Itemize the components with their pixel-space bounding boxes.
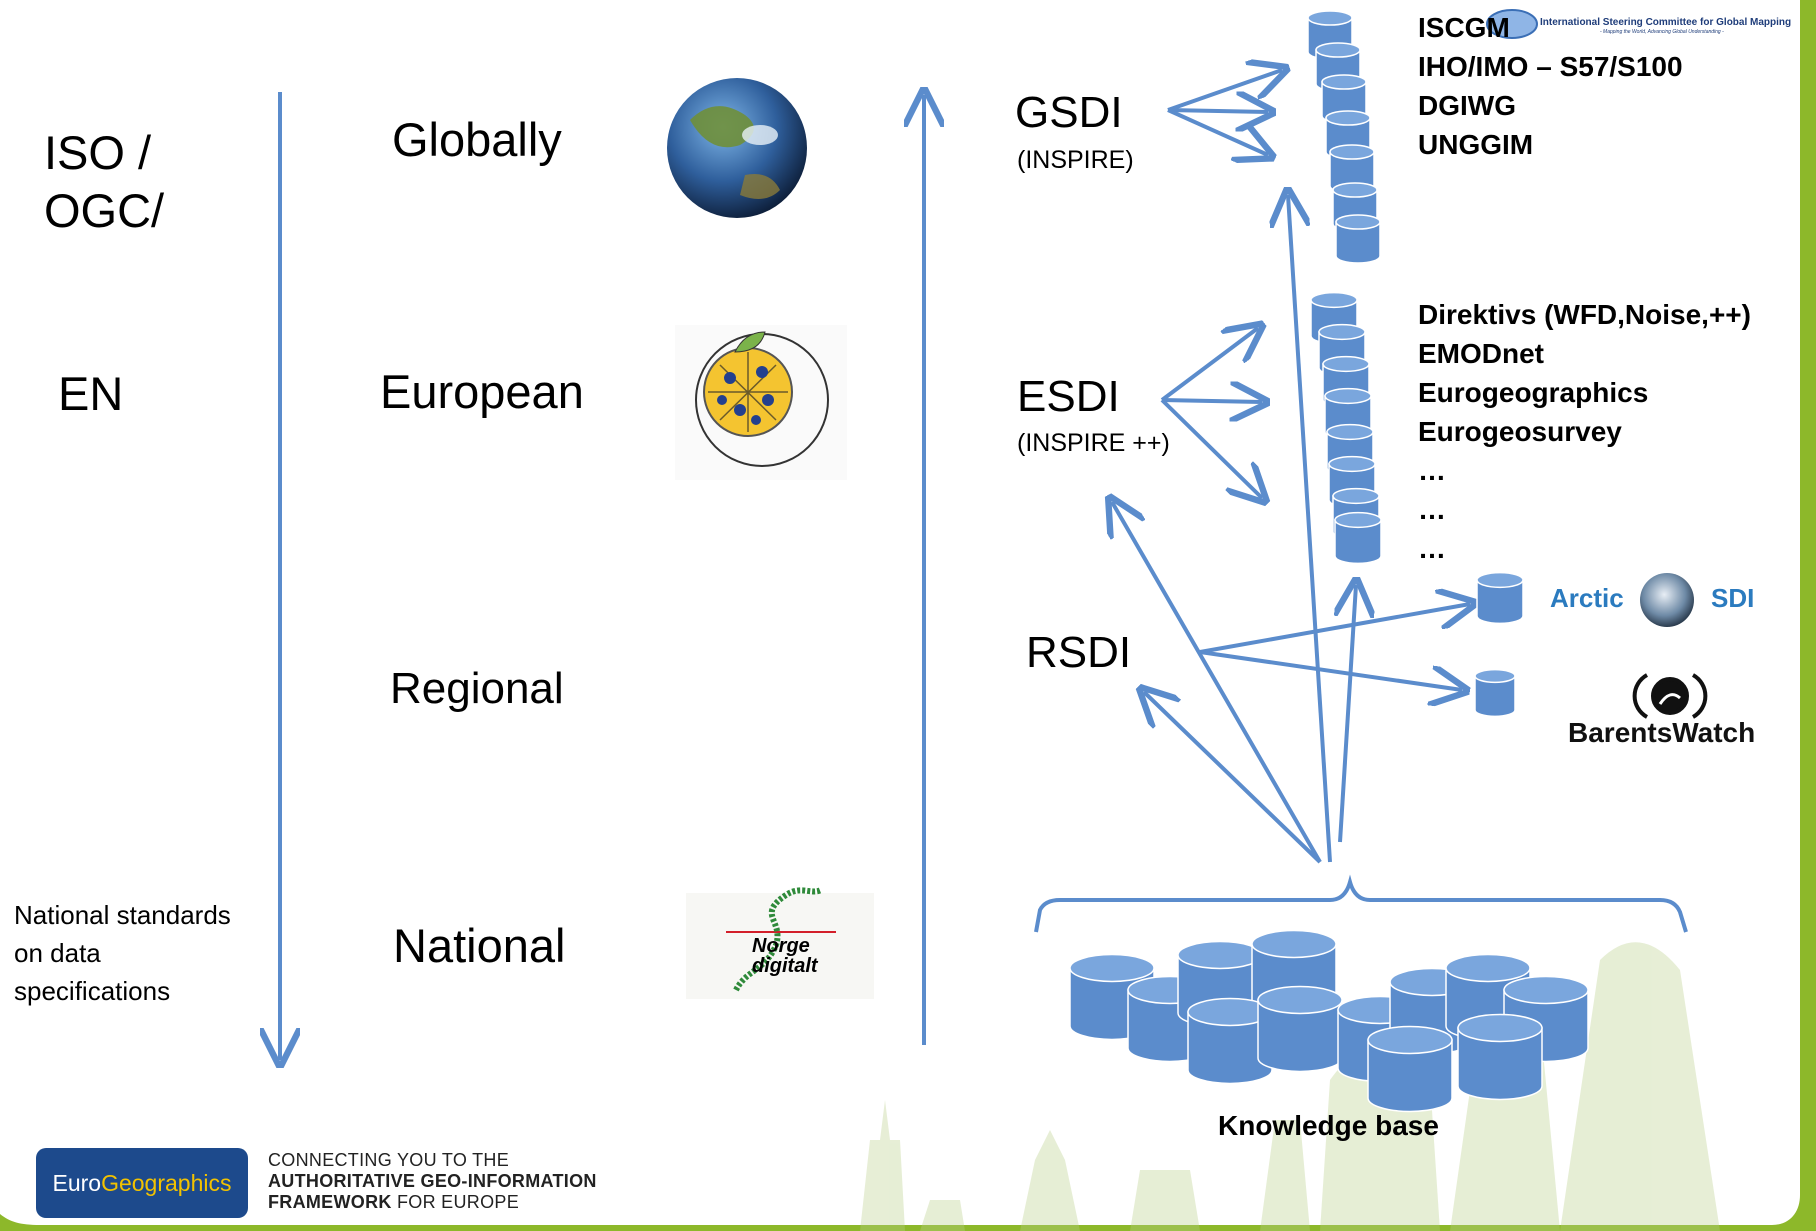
sdi-label: SDI [1711, 583, 1755, 613]
ogc-label: OGC/ [44, 184, 165, 237]
european-org-item: … [1418, 533, 1446, 564]
european-org-item: … [1418, 494, 1446, 525]
global-organizations-list: ISCGM IHO/IMO – S57/S100 DGIWG UNGGIM [1418, 8, 1683, 164]
arctic-globe-image [1640, 573, 1694, 627]
iscgm-subtitle: - Mapping the World, Advancing Global Un… [1600, 29, 1724, 35]
cylinders-layer [1069, 10, 1589, 1113]
european-org-item: Direktivs (WFD,Noise,++) [1418, 299, 1751, 330]
knowledge-brace [1034, 874, 1688, 933]
national-standards-label: National standards on data specification… [14, 896, 231, 1010]
en-label: EN [58, 367, 124, 420]
european-org-item: … [1418, 455, 1446, 486]
gsdi-sub: (INSPIRE) [1017, 146, 1134, 174]
sdi-arrows [1112, 70, 1470, 864]
global-org-item: DGIWG [1418, 90, 1516, 121]
level-regional: Regional [390, 664, 564, 713]
db-cylinder [1187, 997, 1273, 1085]
level-globally: Globally [392, 113, 562, 166]
global-org-item: IHO/IMO – S57/S100 [1418, 51, 1683, 82]
gsdi-label: GSDI [1015, 88, 1123, 137]
eurogeographics-logo-euro: Euro [52, 1169, 102, 1196]
tagline-line-3-rest: FOR EUROPE [391, 1192, 520, 1212]
iscgm-banner: International Steering Committee for Glo… [1540, 17, 1792, 28]
global-org-item: ISCGM [1418, 12, 1510, 43]
european-organizations-list: Direktivs (WFD,Noise,++) EMODnet Eurogeo… [1418, 295, 1751, 568]
iscgm-globe-icon [1486, 9, 1538, 39]
norge-digitalt-logo [686, 887, 874, 999]
esdi-label: ESDI [1017, 372, 1120, 421]
inspire-logo [675, 325, 847, 480]
standards-label: ISO / OGC/ [44, 124, 164, 240]
db-cylinder [1457, 1013, 1543, 1101]
tagline-line-2: AUTHORITATIVE GEO-INFORMATION [268, 1171, 597, 1191]
tagline-line-3: FRAMEWORK FOR EUROPE [268, 1192, 597, 1213]
knowledge-base-label: Knowledge base [1218, 1110, 1439, 1141]
arctic-label: Arctic [1550, 583, 1624, 613]
norge-logo-text: Norge digitalt [752, 936, 818, 976]
rsdi-label: RSDI [1026, 628, 1132, 677]
european-org-item: Eurogeographics [1418, 377, 1649, 408]
eurogeographics-logo-geo: Geographics [101, 1169, 232, 1196]
national-standards-line-3: specifications [14, 976, 171, 1006]
barentswatch-label: BarentsWatch [1568, 717, 1756, 748]
db-cylinder [1257, 985, 1343, 1073]
tagline-line-3-bold: FRAMEWORK [268, 1192, 392, 1212]
db-cylinder [1367, 1025, 1453, 1113]
db-cylinder [1335, 214, 1381, 264]
european-org-item: Eurogeosurvey [1418, 416, 1622, 447]
esdi-sub: (INSPIRE ++) [1017, 429, 1170, 457]
tagline-line-1: CONNECTING YOU TO THE [268, 1150, 510, 1170]
digitalt-word: digitalt [752, 955, 818, 977]
national-standards-line-2: on data [14, 938, 101, 968]
db-cylinder [1334, 511, 1382, 565]
iso-label: ISO / [44, 126, 152, 179]
norge-word: Norge [752, 935, 810, 957]
tagline: CONNECTING YOU TO THE AUTHORITATIVE GEO-… [268, 1150, 597, 1213]
global-org-item: UNGGIM [1418, 129, 1534, 160]
level-national: National [393, 919, 566, 972]
european-org-item: EMODnet [1418, 338, 1544, 369]
globe-image [667, 78, 807, 218]
national-standards-line-1: National standards [14, 900, 231, 930]
barentswatch-symbol [1632, 673, 1708, 719]
db-cylinder [1476, 571, 1524, 625]
db-cylinder [1474, 668, 1516, 718]
level-european: European [380, 365, 584, 418]
